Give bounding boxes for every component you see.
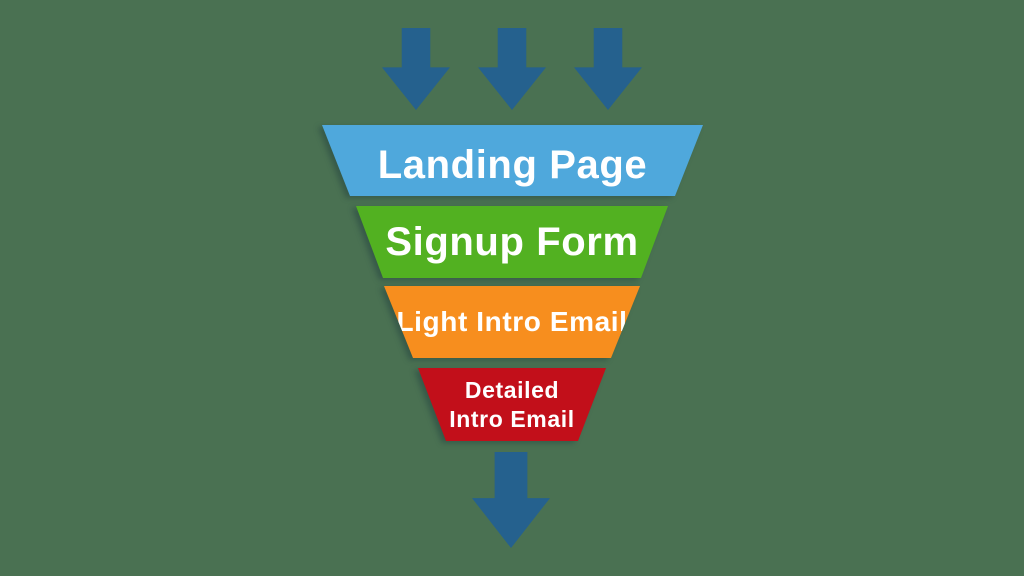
funnel-stage-landing-page: Landing Page bbox=[322, 125, 703, 196]
funnel-stage-detailed-intro-email: Detailed Intro Email bbox=[418, 368, 606, 441]
inflow-down-arrow-icon bbox=[574, 28, 642, 110]
funnel-stage-label: Signup Form bbox=[385, 219, 639, 264]
funnel-stage-light-intro-email: Light Intro Email bbox=[384, 286, 640, 358]
funnel-stage-shape: Signup Form bbox=[356, 206, 668, 278]
funnel-stage-label: Light Intro Email bbox=[396, 306, 628, 337]
funnel-stage-label: Landing Page bbox=[377, 142, 648, 187]
outflow-down-arrow-icon bbox=[472, 452, 550, 548]
funnel-stage-signup-form: Signup Form bbox=[356, 206, 668, 278]
inflow-down-arrow-icon bbox=[382, 28, 450, 110]
funnel-stage-shape: Landing Page bbox=[322, 125, 703, 196]
inflow-down-arrow-icon bbox=[478, 28, 546, 110]
funnel-stage-label-line2: Intro Email bbox=[449, 405, 575, 432]
funnel-stage-shape: Light Intro Email bbox=[384, 286, 640, 358]
funnel-stage-label-line1: Detailed bbox=[464, 376, 560, 403]
funnel-stage-shape: Detailed Intro Email bbox=[418, 368, 606, 441]
